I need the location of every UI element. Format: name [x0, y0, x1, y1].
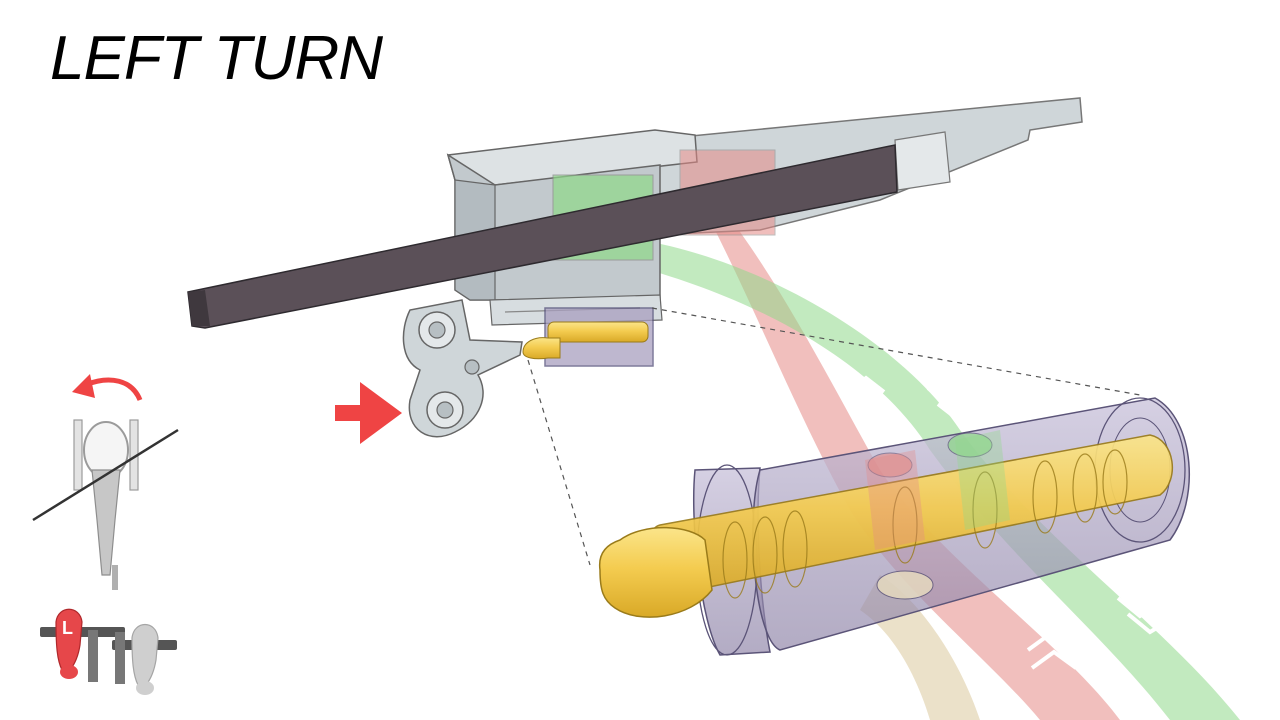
- flow-chevrons-pressure: [846, 375, 1078, 670]
- curved-arrow-icon: [84, 377, 143, 402]
- return-line: [620, 240, 1240, 720]
- piston-rod: [187, 144, 898, 329]
- input-lever: [402, 299, 523, 438]
- port-return: [947, 432, 993, 458]
- spool-tip: [598, 526, 713, 618]
- port-pressure: [867, 452, 913, 478]
- right-pedal-icon: [131, 623, 159, 695]
- page-title: LEFT TURN: [50, 24, 383, 93]
- rotor-blade: [32, 428, 179, 522]
- valve-zoom: [598, 397, 1191, 656]
- flow-chevrons-return: [926, 386, 1172, 635]
- left-pedal-icon: L: [55, 608, 83, 679]
- port-tank: [876, 570, 934, 600]
- zoom-lines: [527, 307, 1141, 566]
- left-pedal-letter: L: [62, 618, 73, 638]
- pedal-icons: L: [40, 608, 177, 695]
- valve-small: [522, 307, 654, 367]
- pressure-line: [715, 225, 1120, 720]
- helicopter-icon: [32, 374, 179, 590]
- red-arrow-icon: [335, 382, 402, 444]
